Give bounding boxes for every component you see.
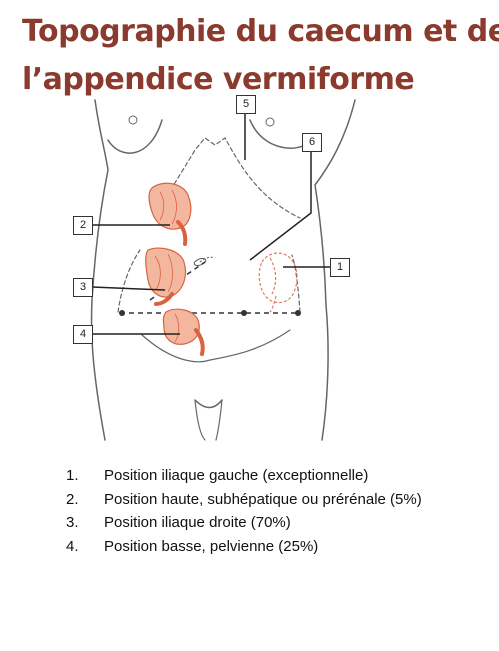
iliac-crest-left (117, 249, 141, 313)
caecum-subhepatic (148, 182, 192, 246)
leader-6 (249, 150, 312, 261)
caecum-left-iliac (258, 252, 298, 313)
breast-left (107, 119, 163, 154)
legend-item: 4. Position basse, pelvienne (25%) (66, 535, 422, 559)
nipple-left (128, 115, 138, 125)
inguinal-fold (141, 329, 291, 363)
legend-item: 2. Position haute, subhépatique ou préré… (66, 488, 422, 512)
callout-4: 4 (73, 325, 93, 344)
callout-5: 5 (236, 95, 256, 114)
spine-point-right (119, 310, 125, 316)
callout-6: 6 (302, 133, 322, 152)
torso-outline-right (314, 99, 356, 441)
torso-outline-left (90, 99, 109, 441)
crotch (194, 399, 223, 409)
spine-point-left (295, 310, 301, 316)
legend-number: 4. (66, 537, 79, 555)
iliac-crest-right (291, 254, 301, 313)
legend-text: Position iliaque droite (70%) (104, 514, 291, 532)
leader-3 (91, 286, 166, 291)
title-line-1: Topographie du caecum et de (22, 14, 499, 49)
caecum-pelvic (162, 308, 205, 356)
callout-1: 1 (330, 258, 350, 277)
legend-item: 1. Position iliaque gauche (exceptionnel… (66, 464, 422, 488)
caecum-right-iliac (145, 247, 187, 306)
slide-title: Topographie du caecum et de l’appendice … (22, 8, 499, 104)
legend-number: 3. (66, 514, 79, 532)
legend-number: 1. (66, 467, 79, 485)
legend-text: Position haute, subhépatique ou prérénal… (104, 490, 422, 508)
navel (193, 258, 207, 266)
nipple-right (265, 117, 275, 127)
legend-number: 2. (66, 490, 79, 508)
legend-text: Position iliaque gauche (exceptionnelle) (104, 467, 369, 485)
legend-item: 3. Position iliaque droite (70%) (66, 511, 422, 535)
legend-text: Position basse, pelvienne (25%) (104, 537, 319, 555)
inner-thigh (194, 399, 223, 441)
callout-2: 2 (73, 216, 93, 235)
appendix-tip (199, 256, 216, 263)
callout-3: 3 (73, 278, 93, 297)
title-line-2: l’appendice vermiforme (22, 62, 415, 97)
spine-point-midline (241, 310, 247, 316)
legend-list: 1. Position iliaque gauche (exceptionnel… (66, 464, 422, 558)
